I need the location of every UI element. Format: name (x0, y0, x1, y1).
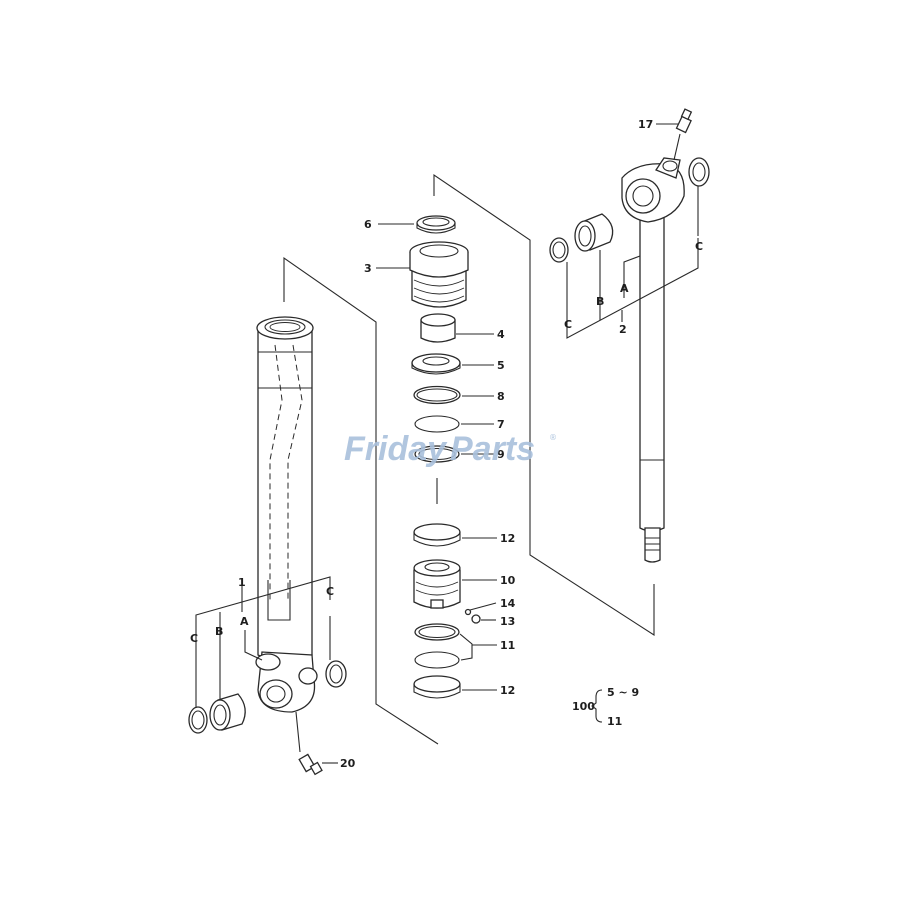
label-10: 10 (500, 574, 516, 587)
watermark-part1: Friday (344, 430, 448, 468)
label-9: 9 (497, 448, 505, 461)
cylinder-tube (255, 316, 318, 713)
label-6: 6 (364, 218, 372, 231)
watermark-registered: ® (549, 433, 557, 442)
label-left-a: A (240, 615, 249, 628)
label-7: 7 (497, 418, 505, 431)
label-left-c1: C (190, 632, 198, 645)
part-12-wear-ring-upper (413, 523, 461, 547)
left-callouts (195, 576, 331, 708)
part-12-wear-ring-lower (413, 675, 461, 699)
part-5-seal (411, 353, 461, 375)
label-5: 5 (497, 359, 505, 372)
label-12-lower: 12 (500, 684, 515, 697)
middle-assembly-bracket (433, 173, 655, 637)
kit-range: 5 ~ 9 (607, 686, 639, 699)
watermark-logo: Friday Parts ® (344, 430, 557, 468)
label-20: 20 (340, 757, 356, 770)
kit-number: 100 (572, 700, 595, 713)
label-left-b: B (215, 625, 223, 638)
left-bushing-b (209, 693, 246, 731)
label-right-c2: C (695, 240, 703, 253)
label-right-a: A (620, 282, 629, 295)
label-14: 14 (500, 597, 516, 610)
part-11-seal-b (414, 651, 460, 669)
right-bushing-b (574, 213, 614, 252)
right-ring-c1 (549, 237, 569, 263)
grease-fitting-17 (656, 108, 693, 161)
right-callouts (566, 186, 699, 339)
part-4-bushing (420, 313, 456, 343)
kit-item: 11 (607, 715, 622, 728)
label-2: 2 (619, 323, 627, 336)
part-10-piston (413, 559, 461, 609)
left-ring-c2 (325, 660, 347, 688)
label-right-c1: C (564, 318, 572, 331)
label-right-b: B (596, 295, 604, 308)
label-13: 13 (500, 615, 515, 628)
watermark-part2: Parts (450, 430, 535, 468)
label-8: 8 (497, 390, 505, 403)
part-14-ball (464, 608, 472, 616)
right-ring-c2 (688, 157, 710, 187)
kit-note: 100 5 ~ 9 11 (572, 686, 639, 728)
part-3-gland (409, 241, 469, 308)
label-1: 1 (238, 576, 246, 589)
part-13-set-screw (471, 614, 481, 624)
part-8-ring (413, 385, 461, 405)
label-11: 11 (500, 639, 515, 652)
label-3: 3 (364, 262, 372, 275)
part-7-oring (414, 415, 460, 433)
grease-fitting-20 (295, 711, 338, 776)
label-17: 17 (638, 118, 653, 131)
label-left-c2: C (326, 585, 334, 598)
label-12-upper: 12 (500, 532, 515, 545)
left-ring-c1 (188, 706, 208, 734)
left-assembly-bracket (283, 256, 439, 745)
piston-rod (621, 157, 685, 563)
label-4: 4 (497, 328, 505, 341)
part-6-dust-seal (416, 215, 456, 234)
